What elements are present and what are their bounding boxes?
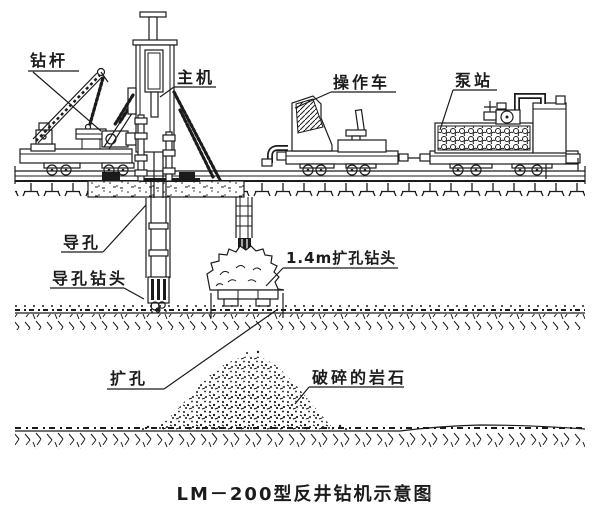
hose-coupling bbox=[261, 145, 291, 167]
pump-station-car bbox=[429, 93, 581, 179]
rig-wheels bbox=[46, 164, 129, 176]
pilot-hole bbox=[145, 181, 171, 313]
pump-car-wheels bbox=[452, 164, 543, 176]
label-main-machine: 主机 bbox=[177, 68, 215, 87]
leader-broken-rock bbox=[294, 386, 404, 405]
pump-unit bbox=[483, 101, 521, 125]
operation-car bbox=[285, 95, 431, 176]
label-pilot-bit: 导孔钻头 bbox=[52, 269, 128, 288]
leader-drill-rod bbox=[28, 70, 102, 132]
leader-pump-station bbox=[439, 89, 497, 131]
drill-rig-car bbox=[19, 67, 139, 176]
annotations: 钻杆 主机 操作车 泵站 导孔 导孔钻头 1.4m扩孔钻头 扩孔 破碎的岩石 bbox=[28, 51, 497, 405]
operator-seat bbox=[345, 109, 367, 143]
leader-main-machine bbox=[159, 86, 216, 98]
pilot-drill-string bbox=[148, 181, 169, 277]
mast-top-cap bbox=[139, 11, 167, 18]
console-screen bbox=[295, 98, 324, 134]
mast-jacks bbox=[134, 114, 176, 182]
leader-reamer-bit bbox=[265, 267, 398, 287]
label-operation-car: 操作车 bbox=[333, 73, 390, 92]
hoist-chain bbox=[88, 76, 105, 126]
operation-car-wheels bbox=[302, 164, 371, 176]
label-reaming: 扩孔 bbox=[110, 369, 148, 388]
leader-pilot-hole bbox=[61, 204, 147, 253]
oil-tank bbox=[532, 95, 567, 154]
label-broken-rock: 破碎的岩石 bbox=[312, 368, 407, 387]
boom-crane bbox=[32, 67, 109, 144]
reamer-shaft bbox=[210, 293, 284, 318]
main-machine-mast bbox=[112, 11, 222, 198]
pump-pipe bbox=[514, 93, 546, 111]
label-pilot-hole: 导孔 bbox=[63, 233, 101, 252]
control-console bbox=[291, 95, 333, 152]
label-pump-station: 泵站 bbox=[454, 71, 493, 90]
hydraulic-cylinder bbox=[144, 49, 164, 118]
leader-pilot-bit bbox=[50, 287, 145, 300]
mid-ground bbox=[15, 305, 585, 330]
muck-pile bbox=[142, 350, 347, 431]
buffer bbox=[565, 153, 581, 171]
stay-chains bbox=[112, 90, 222, 182]
caption-group: LM－200型反井钻机示意图 ↵ bbox=[177, 483, 434, 505]
caption-text: LM－200型反井钻机示意图 bbox=[177, 483, 434, 505]
car-body-box bbox=[337, 139, 387, 153]
paragraph-mark: ↵ bbox=[422, 490, 432, 504]
label-drill-rod: 钻杆 bbox=[30, 51, 68, 70]
leader-operation-car bbox=[294, 91, 396, 109]
pilot-drill-bit bbox=[147, 276, 170, 313]
lower-ground bbox=[15, 424, 586, 449]
hydraulic-tank bbox=[434, 122, 534, 154]
reamer-head bbox=[206, 245, 285, 307]
label-reamer-bit: 1.4m扩孔钻头 bbox=[286, 249, 396, 267]
leader-reaming bbox=[107, 308, 279, 390]
